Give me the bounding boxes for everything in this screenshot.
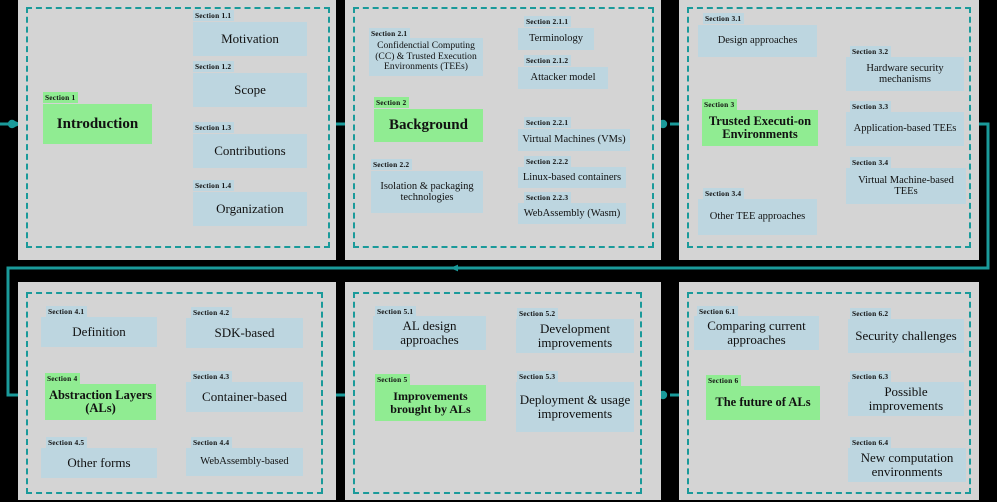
panel-2-sub-2-2-1-box[interactable]: Virtual Machines (VMs): [518, 129, 630, 151]
panel-3-left-top-box[interactable]: Design approaches: [698, 25, 817, 57]
panel-6-child-1-box[interactable]: Security challenges: [848, 319, 964, 353]
panel-6-left-top-box[interactable]: Comparing current approaches: [694, 316, 819, 350]
panel-5-root-box[interactable]: Improvements brought by ALs: [375, 385, 486, 421]
panel-3-left-bottom-box[interactable]: Other TEE approaches: [698, 199, 817, 235]
panel-1-root-box[interactable]: Introduction: [43, 104, 152, 144]
panel-1-root-tag: Section 1: [43, 92, 79, 103]
panel-6-root-box[interactable]: The future of ALs: [706, 386, 820, 420]
panel-5-left-top-tag: Section 5.1: [375, 306, 417, 317]
panel-2-branch-bottom-tag: Section 2.2: [371, 159, 413, 170]
panel-2-sub-2-2-3-tag: Section 2.2.3: [524, 192, 572, 203]
panel-3-border: [687, 7, 971, 248]
panel-4-left-bottom-box[interactable]: Other forms: [41, 448, 157, 478]
panel-4-border: [26, 292, 323, 494]
panel-3-child-2-box[interactable]: Application-based TEEs: [846, 112, 964, 146]
panel-5-border: [353, 292, 642, 494]
panel-4-root-tag: Section 4: [45, 373, 81, 384]
panel-1-child-2-tag: Section 1.2: [193, 61, 235, 72]
panel-3-root-tag: Section 3: [702, 99, 738, 110]
panel-6-border: [687, 292, 971, 494]
panel-4-child-1-tag: Section 4.2: [191, 307, 233, 318]
panel-5-root-tag: Section 5: [375, 374, 411, 385]
panel-4-left-top-tag: Section 4.1: [46, 306, 88, 317]
panel-1-child-3-box[interactable]: Contributions: [193, 134, 307, 168]
panel-3-child-3-box[interactable]: Virtual Machine-based TEEs: [846, 168, 966, 204]
panel-2-branch-top-box[interactable]: Confidenctial Computing (CC) & Trusted E…: [369, 38, 483, 76]
panel-3-child-2-tag: Section 3.3: [850, 101, 892, 112]
panel-5-child-2-box[interactable]: Deployment & usage improvements: [516, 382, 634, 432]
panel-3-child-1-box[interactable]: Hardware security mechanisms: [846, 57, 964, 91]
panel-4-child-3-tag: Section 4.4: [191, 437, 233, 448]
panel-2-sub-2-2-2-tag: Section 2.2.2: [524, 156, 572, 167]
panel-4-child-2-tag: Section 4.3: [191, 371, 233, 382]
panel-5-child-1-tag: Section 5.2: [517, 308, 559, 319]
panel-6-child-2-tag: Section 6.3: [850, 371, 892, 382]
panel-2-branch-top-tag: Section 2.1: [369, 28, 411, 39]
panel-2-sub-2-1-1-tag: Section 2.1.1: [524, 16, 572, 27]
panel-1-child-1-box[interactable]: Motivation: [193, 22, 307, 56]
panel-4-root-box[interactable]: Abstraction Layers (ALs): [45, 384, 156, 420]
panel-1-child-2-box[interactable]: Scope: [193, 73, 307, 107]
panel-2-sub-2-1-2-tag: Section 2.1.2: [524, 55, 572, 66]
panel-4-left-bottom-tag: Section 4.5: [46, 437, 88, 448]
panel-2-root-tag: Section 2: [374, 97, 410, 108]
panel-4-left-top-box[interactable]: Definition: [41, 317, 157, 347]
panel-2-branch-bottom-box[interactable]: Isolation & packaging technologies: [371, 171, 483, 213]
panel-4-child-2-box[interactable]: Container-based: [186, 382, 303, 412]
panel-2-sub-2-2-1-tag: Section 2.2.1: [524, 117, 572, 128]
panel-3-left-bottom-tag: Section 3.4: [703, 188, 745, 199]
panel-4-child-3-box[interactable]: WebAssembly-based: [186, 448, 303, 476]
panel-6-child-3-box[interactable]: New computation environments: [848, 448, 966, 482]
panel-2-sub-2-2-3-box[interactable]: WebAssembly (Wasm): [518, 203, 626, 224]
panel-2-sub-2-1-2-box[interactable]: Attacker model: [518, 67, 608, 89]
panel-2-root-box[interactable]: Background: [374, 109, 483, 142]
panel-1-child-4-box[interactable]: Organization: [193, 192, 307, 226]
panel-1-child-3-tag: Section 1.3: [193, 122, 235, 133]
panel-6-child-3-tag: Section 6.4: [850, 437, 892, 448]
panel-3-child-1-tag: Section 3.2: [850, 46, 892, 57]
panel-1-child-4-tag: Section 1.4: [193, 180, 235, 191]
panel-2-border: [353, 7, 654, 248]
panel-3-root-box[interactable]: Trusted Executi-on Environments: [702, 110, 818, 146]
panel-5-child-2-tag: Section 5.3: [517, 371, 559, 382]
panel-2-sub-2-1-1-box[interactable]: Terminology: [518, 28, 594, 50]
panel-2-sub-2-2-2-box[interactable]: Linux-based containers: [518, 167, 626, 188]
panel-1-border: [26, 7, 330, 248]
panel-6-child-2-box[interactable]: Possible improvements: [848, 382, 964, 416]
panel-1-child-1-tag: Section 1.1: [193, 10, 235, 21]
panel-5-left-top-box[interactable]: AL design approaches: [373, 316, 486, 350]
panel-3-left-top-tag: Section 3.1: [703, 13, 745, 24]
panel-6-left-top-tag: Section 6.1: [697, 306, 739, 317]
panel-6-child-1-tag: Section 6.2: [850, 308, 892, 319]
panel-4-child-1-box[interactable]: SDK-based: [186, 318, 303, 348]
panel-6-root-tag: Section 6: [706, 375, 742, 386]
panel-5-child-1-box[interactable]: Development improvements: [516, 319, 634, 353]
panel-3-child-3-tag: Section 3.4: [850, 157, 892, 168]
